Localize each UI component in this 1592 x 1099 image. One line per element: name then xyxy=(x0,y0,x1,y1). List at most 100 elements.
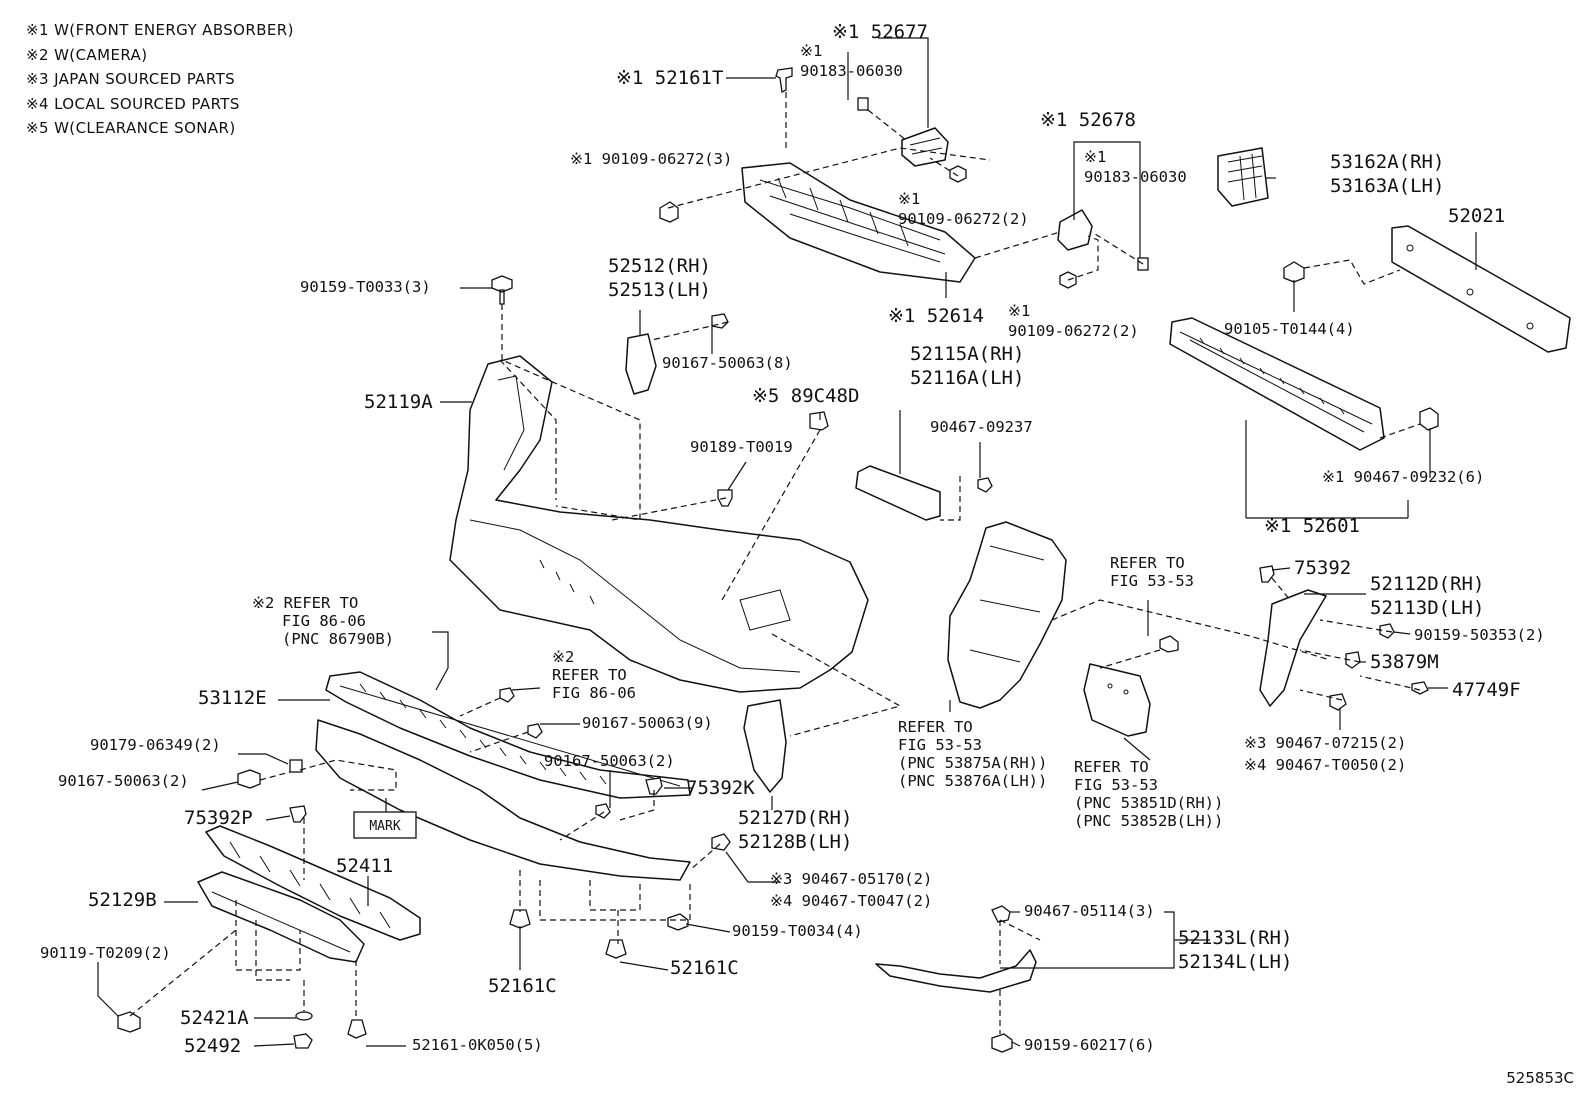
label-90467-05170[interactable]: ※3 90467-05170(2) xyxy=(770,870,932,888)
label-52112D[interactable]: 52112D(RH) xyxy=(1370,573,1484,595)
bolt-90109-06272-a[interactable] xyxy=(659,201,679,223)
bolt-90109-06272-b[interactable] xyxy=(949,165,967,183)
label-90467-T0050[interactable]: ※4 90467-T0050(2) xyxy=(1244,756,1406,774)
label-89C48D[interactable]: ※5 89C48D xyxy=(752,385,859,407)
bracket-53162A[interactable] xyxy=(1217,147,1269,207)
clip-52161-0K050[interactable] xyxy=(347,1019,367,1039)
nut-90183-06030-a[interactable] xyxy=(857,97,869,111)
label-52128B[interactable]: 52128B(LH) xyxy=(738,831,852,853)
label-53879M[interactable]: 53879M xyxy=(1370,651,1439,673)
clip-52161T[interactable] xyxy=(775,67,793,93)
bumper-cover-52119A[interactable] xyxy=(449,355,869,693)
label-52161C-a[interactable]: 52161C xyxy=(488,975,557,997)
clip-52161C-b[interactable] xyxy=(605,939,627,959)
label-52115A[interactable]: 52115A(RH) xyxy=(910,343,1024,365)
nut-90467-09232[interactable] xyxy=(1419,407,1439,431)
label-52113D[interactable]: 52113D(LH) xyxy=(1370,597,1484,619)
label-52512[interactable]: 52512(RH) xyxy=(608,255,711,277)
clip-90167-50063-c[interactable] xyxy=(527,723,543,739)
label-90467-05114[interactable]: 90467-05114(3) xyxy=(1024,902,1155,920)
side-bracket-52512[interactable] xyxy=(625,333,657,395)
label-52492[interactable]: 52492 xyxy=(184,1035,241,1057)
bolt-90159-60217[interactable] xyxy=(991,1033,1013,1053)
clip-75392K[interactable] xyxy=(645,777,663,795)
label-52677[interactable]: ※1 52677 xyxy=(832,21,928,43)
label-52021[interactable]: 52021 xyxy=(1448,205,1505,227)
label-52513[interactable]: 52513(LH) xyxy=(608,279,711,301)
clip-75392[interactable] xyxy=(1259,565,1275,583)
energy-absorber-52614[interactable] xyxy=(741,162,976,283)
clip-52161C-a[interactable] xyxy=(509,909,531,929)
label-90167-50063-9[interactable]: 90167-50063(9) xyxy=(582,714,713,732)
label-53112E[interactable]: 53112E xyxy=(198,687,267,709)
bolt-fender[interactable] xyxy=(1159,635,1179,653)
label-ref-53-53-a-2[interactable]: FIG 53-53 xyxy=(1110,572,1194,590)
label-52161T[interactable]: ※1 52161T xyxy=(616,67,723,89)
label-ref-86-06-b-2[interactable]: FIG 86-06 xyxy=(552,684,636,702)
grille-53112E[interactable] xyxy=(325,671,691,799)
bolt-90159-T0034[interactable] xyxy=(667,913,689,931)
label-90105-T0144[interactable]: 90105-T0144(4) xyxy=(1224,320,1355,338)
label-90183-06030-a[interactable]: 90183-06030 xyxy=(800,62,903,80)
clip-90167-50063-b[interactable] xyxy=(499,687,515,703)
label-52133L[interactable]: 52133L(RH) xyxy=(1178,927,1292,949)
label-90109-06272-2b[interactable]: 90109-06272(2) xyxy=(1008,322,1139,340)
washer-52421A[interactable] xyxy=(295,1011,313,1021)
label-90159-T0034[interactable]: 90159-T0034(4) xyxy=(732,922,863,940)
lower-cover-52129B[interactable] xyxy=(197,871,365,963)
label-75392P[interactable]: 75392P xyxy=(184,807,253,829)
label-90159-T0033[interactable]: 90159-T0033(3) xyxy=(300,278,431,296)
label-ref-53-53-b-2[interactable]: FIG 53-53 xyxy=(898,736,982,754)
molding-52112D[interactable] xyxy=(1259,589,1327,707)
bolt-90167-50063-d[interactable] xyxy=(237,769,261,789)
label-52161-0K050[interactable]: 52161-0K050(5) xyxy=(412,1036,543,1054)
nut-90179-06349[interactable] xyxy=(289,759,303,773)
label-90189-T0019[interactable]: 90189-T0019 xyxy=(690,438,793,456)
label-90183-06030-b[interactable]: 90183-06030 xyxy=(1084,168,1187,186)
screw-90467-05170[interactable] xyxy=(711,833,731,851)
sensor-89C48D[interactable] xyxy=(809,411,829,431)
label-90167-50063-8[interactable]: 90167-50063(8) xyxy=(662,354,793,372)
nut-90467-09237[interactable] xyxy=(977,477,993,493)
label-90467-T0047[interactable]: ※4 90467-T0047(2) xyxy=(770,892,932,910)
bolt-90159-T0033[interactable] xyxy=(491,275,513,305)
screw-90467-05114[interactable] xyxy=(991,905,1011,923)
label-75392[interactable]: 75392 xyxy=(1294,557,1351,579)
fender-liner-bracket[interactable] xyxy=(947,521,1067,709)
label-90119-T0209[interactable]: 90119-T0209(2) xyxy=(40,944,171,962)
beam-52601[interactable] xyxy=(1169,317,1385,451)
label-ref-86-06-a-2[interactable]: FIG 86-06 xyxy=(282,612,366,630)
clip-90167-50063-e[interactable] xyxy=(595,803,611,819)
label-75392K[interactable]: 75392K xyxy=(686,777,755,799)
mudguard-53851D[interactable] xyxy=(1083,663,1151,737)
clip-75392P[interactable] xyxy=(289,805,307,823)
clip-47749F[interactable] xyxy=(1411,681,1429,695)
side-panel-52127D[interactable] xyxy=(743,699,787,793)
bracket-52678[interactable] xyxy=(1057,209,1093,251)
label-90109-06272-3[interactable]: ※1 90109-06272(3) xyxy=(570,150,732,168)
retainer-52115A[interactable] xyxy=(855,465,941,521)
label-52127D[interactable]: 52127D(RH) xyxy=(738,807,852,829)
screw-90467-07215[interactable] xyxy=(1329,693,1347,711)
label-90179-06349[interactable]: 90179-06349(2) xyxy=(90,736,221,754)
lower-support-52133L[interactable] xyxy=(875,949,1037,993)
reinforcement-52021[interactable] xyxy=(1391,225,1571,353)
label-52614[interactable]: ※1 52614 xyxy=(888,305,984,327)
label-90159-50353[interactable]: 90159-50353(2) xyxy=(1414,626,1545,644)
clip-53879M[interactable] xyxy=(1345,651,1361,669)
label-90109-06272-2a[interactable]: 90109-06272(2) xyxy=(898,210,1029,228)
label-ref-53-53-c-2[interactable]: FIG 53-53 xyxy=(1074,776,1158,794)
bolt-90105-T0144[interactable] xyxy=(1283,261,1305,283)
label-90467-09232[interactable]: ※1 90467-09232(6) xyxy=(1322,468,1484,486)
label-52411[interactable]: 52411 xyxy=(336,855,393,877)
bolt-90119-T0209[interactable] xyxy=(117,1011,141,1033)
label-90167-50063-2a[interactable]: 90167-50063(2) xyxy=(544,752,675,770)
label-53163A[interactable]: 53163A(LH) xyxy=(1330,175,1444,197)
label-90467-09237[interactable]: 90467-09237 xyxy=(930,418,1033,436)
nut-52492[interactable] xyxy=(293,1033,313,1049)
label-53162A[interactable]: 53162A(RH) xyxy=(1330,151,1444,173)
label-52119A[interactable]: 52119A xyxy=(364,391,433,413)
label-52134L[interactable]: 52134L(LH) xyxy=(1178,951,1292,973)
label-52116A[interactable]: 52116A(LH) xyxy=(910,367,1024,389)
label-90167-50063-2b[interactable]: 90167-50063(2) xyxy=(58,772,189,790)
